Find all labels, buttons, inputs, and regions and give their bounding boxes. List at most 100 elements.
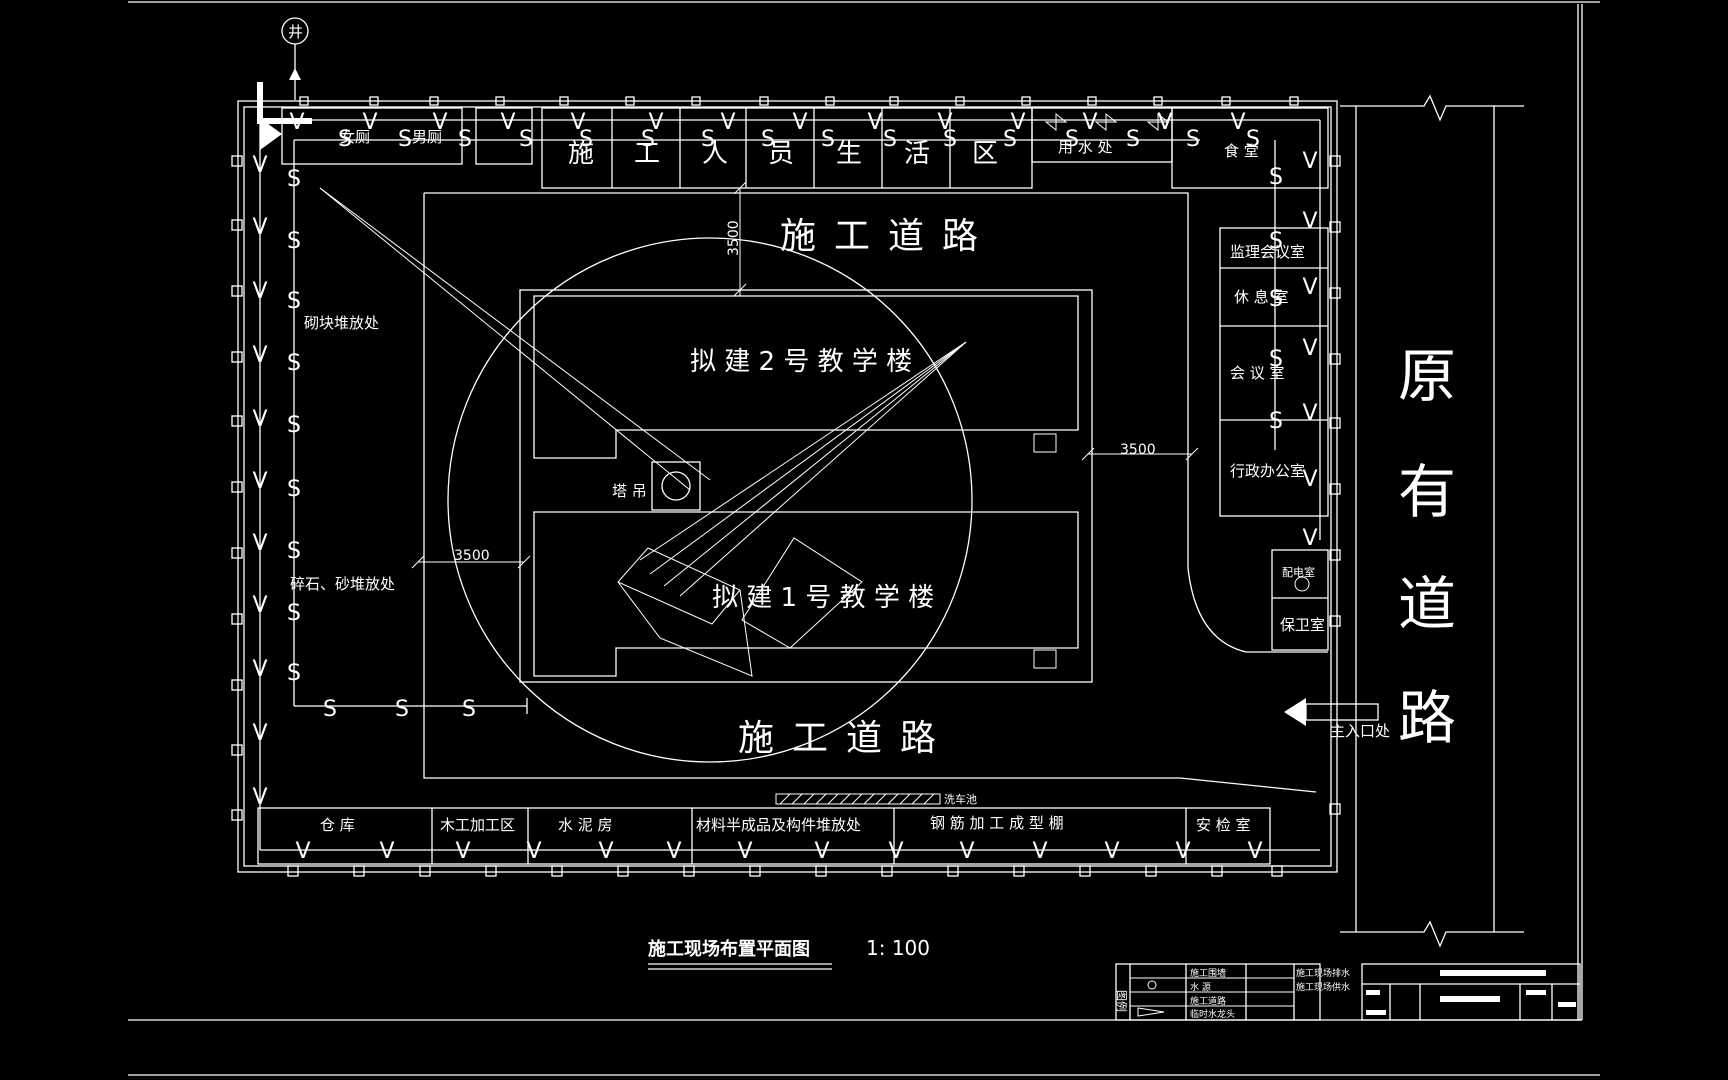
svg-text:安 检 室: 安 检 室 [1196, 816, 1251, 834]
svg-text:临时水龙头: 临时水龙头 [1190, 1008, 1235, 1020]
svg-text:水 泥 房: 水 泥 房 [558, 816, 613, 834]
svg-text:S: S [821, 127, 835, 152]
svg-text:V: V [1302, 209, 1317, 234]
svg-text:V: V [526, 839, 541, 864]
valve-symbols [1044, 112, 1170, 132]
svg-text:S: S [761, 127, 775, 152]
well-symbol: 井 [281, 17, 309, 100]
svg-text:S: S [398, 127, 412, 152]
svg-text:施工现场供水: 施工现场供水 [1296, 981, 1350, 993]
title-block [1361, 963, 1581, 1021]
brick-yard-label: 砌块堆放处 [304, 314, 379, 332]
legend-table: 图例 施工围墙 施工现场排水 水 源 施工现场供水 施工道路 临时水龙头 [1115, 963, 1350, 1021]
svg-text:V: V [666, 839, 681, 864]
svg-text:区: 区 [972, 139, 1008, 169]
svg-text:3500: 3500 [454, 548, 490, 564]
svg-text:V: V [737, 839, 752, 864]
svg-text:S: S [579, 127, 593, 152]
svg-text:V: V [888, 839, 903, 864]
svg-text:材料半成品及构件堆放处: 材料半成品及构件堆放处 [696, 816, 861, 834]
road-bottom-label: 施工道路 [738, 718, 954, 759]
svg-text:钢 筋 加 工 成 型: 钢 筋 加 工 成 型 棚 [930, 814, 1064, 832]
svg-text:S: S [338, 127, 352, 152]
svg-text:S: S [287, 601, 301, 626]
svg-text:S: S [287, 289, 301, 314]
svg-text:V: V [1302, 275, 1317, 300]
svg-text:V: V [432, 110, 447, 135]
svg-text:人: 人 [702, 139, 738, 169]
svg-text:V: V [1302, 336, 1317, 361]
svg-text:V: V [814, 839, 829, 864]
drawing-title: 施工现场布置平面图 1: 100 [648, 936, 930, 970]
svg-text:S: S [1269, 347, 1283, 372]
svg-text:V: V [1230, 110, 1245, 135]
svg-text:S: S [462, 697, 476, 722]
svg-text:V: V [937, 110, 952, 135]
svg-text:S: S [323, 697, 337, 722]
svg-text:V: V [1302, 401, 1317, 426]
svg-text:V: V [720, 110, 735, 135]
svg-text:V: V [252, 785, 267, 810]
svg-text:V: V [1175, 839, 1190, 864]
svg-text:S: S [1003, 127, 1017, 152]
drawing-title-text: 施工现场布置平面图 [648, 938, 810, 960]
svg-text:活: 活 [904, 139, 940, 169]
road-top-label: 施工道路 [780, 216, 996, 257]
svg-text:S: S [287, 351, 301, 376]
svg-text:S: S [287, 477, 301, 502]
legend-title: 图例 [1115, 990, 1129, 1012]
svg-text:V: V [1082, 110, 1097, 135]
male-toilet-label: 男厕 [412, 128, 442, 146]
svg-text:S: S [287, 413, 301, 438]
svg-text:S: S [1269, 287, 1283, 312]
svg-text:S: S [883, 127, 897, 152]
svg-text:3500: 3500 [1120, 442, 1156, 458]
svg-text:V: V [252, 721, 267, 746]
svg-text:行政办公室: 行政办公室 [1230, 462, 1305, 480]
existing-road: 原 有 道 路 [1340, 94, 1524, 948]
svg-text:V: V [252, 657, 267, 682]
svg-text:V: V [252, 215, 267, 240]
svg-text:员: 员 [768, 139, 804, 169]
gravel-yard-label: 碎石、砂堆放处 [290, 575, 395, 593]
svg-text:配电室: 配电室 [1282, 565, 1315, 579]
svg-text:有: 有 [1398, 458, 1456, 526]
svg-text:路: 路 [1398, 684, 1456, 752]
tower-crane-label: 塔 吊 [612, 482, 647, 500]
svg-text:S: S [1065, 127, 1079, 152]
svg-text:S: S [395, 697, 409, 722]
svg-text:V: V [500, 110, 515, 135]
svg-text:V: V [295, 839, 310, 864]
svg-text:仓 库: 仓 库 [320, 816, 355, 834]
svg-text:V: V [252, 469, 267, 494]
canteen-label: 食 堂 [1224, 142, 1259, 160]
svg-text:保卫室: 保卫室 [1280, 616, 1325, 634]
svg-text:V: V [1104, 839, 1119, 864]
svg-text:V: V [455, 839, 470, 864]
building-area: 拟 建 2 号 教 学 楼 拟 建 1 号 教 学 楼 塔 吊 [519, 289, 1093, 683]
svg-text:V: V [362, 110, 377, 135]
svg-text:道: 道 [1398, 570, 1456, 638]
svg-text:V: V [1032, 839, 1047, 864]
svg-text:洗车池: 洗车池 [944, 792, 977, 806]
building-2-label: 拟 建 2 号 教 学 楼 [690, 347, 912, 377]
female-toilet-label: 女厕 [340, 128, 370, 146]
svg-text:S: S [458, 127, 472, 152]
svg-text:S: S [519, 127, 533, 152]
construction-road: 施工道路 施工道路 [423, 192, 1328, 793]
svg-text:V: V [648, 110, 663, 135]
svg-text:V: V [570, 110, 585, 135]
svg-text:S: S [287, 167, 301, 192]
svg-text:会 议 室: 会 议 室 [1230, 364, 1285, 382]
building-1-label: 拟 建 1 号 教 学 楼 [712, 583, 934, 613]
crane-boom [319, 187, 967, 677]
svg-text:施工围墙: 施工围墙 [1190, 967, 1226, 979]
svg-text:木工加工区: 木工加工区 [440, 816, 515, 834]
svg-text:V: V [252, 279, 267, 304]
svg-text:V: V [379, 839, 394, 864]
dimensions: 3500 3500 3500 [411, 181, 1199, 569]
svg-text:V: V [598, 839, 613, 864]
well-label: 井 [288, 23, 303, 41]
svg-text:S: S [1269, 165, 1283, 190]
svg-text:原: 原 [1398, 342, 1456, 410]
